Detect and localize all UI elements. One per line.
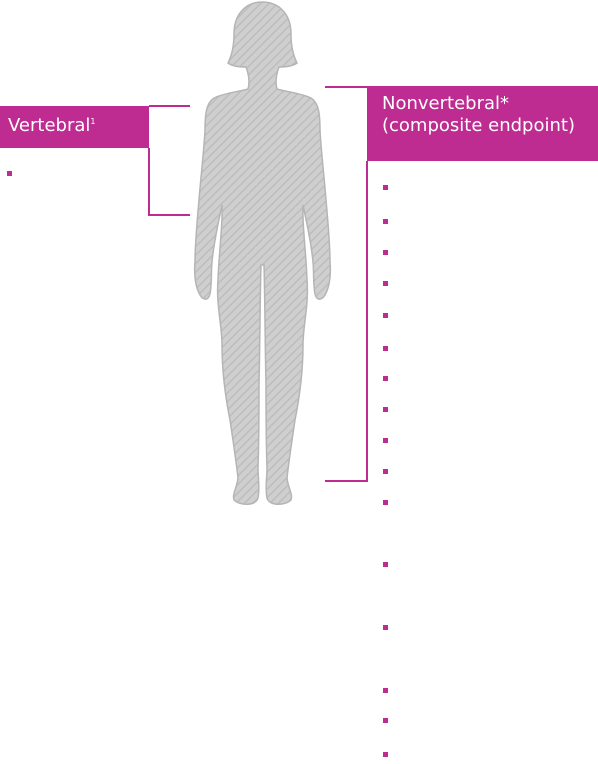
nonvertebral-bullet-marker — [383, 281, 388, 286]
nonvertebral-bullet-marker — [383, 250, 388, 255]
vertebral-header: Vertebral1 — [0, 106, 149, 148]
nonvertebral-header: Nonvertebral* (composite endpoint) — [367, 86, 598, 161]
nonvertebral-bullet-marker — [383, 469, 388, 474]
nonvertebral-bullet-marker — [383, 313, 388, 318]
vertebral-bullet-marker — [7, 171, 12, 176]
vertebral-footnote-ref: 1 — [90, 117, 96, 126]
human-body-silhouette-icon — [193, 1, 332, 505]
nonvertebral-bullet-marker — [383, 219, 388, 224]
nonvertebral-bullet-marker — [383, 562, 388, 567]
nonvertebral-bullet-marker — [383, 346, 388, 351]
nonvertebral-bullet-marker — [383, 376, 388, 381]
nonvertebral-bullet-marker — [383, 500, 388, 505]
nonvertebral-sublabel: (composite endpoint) — [382, 115, 575, 136]
nonvertebral-label: Nonvertebral* — [382, 93, 510, 114]
vertebral-label: Vertebral — [8, 115, 91, 136]
nonvertebral-bullet-marker — [383, 438, 388, 443]
nonvertebral-bullet-marker — [383, 407, 388, 412]
nonvertebral-bullet-marker — [383, 718, 388, 723]
nonvertebral-bullet-marker — [383, 752, 388, 757]
nonvertebral-bracket — [325, 86, 368, 482]
nonvertebral-bullet-marker — [383, 625, 388, 630]
vertebral-bracket — [148, 105, 190, 216]
nonvertebral-bullet-marker — [383, 185, 388, 190]
nonvertebral-bullet-marker — [383, 688, 388, 693]
